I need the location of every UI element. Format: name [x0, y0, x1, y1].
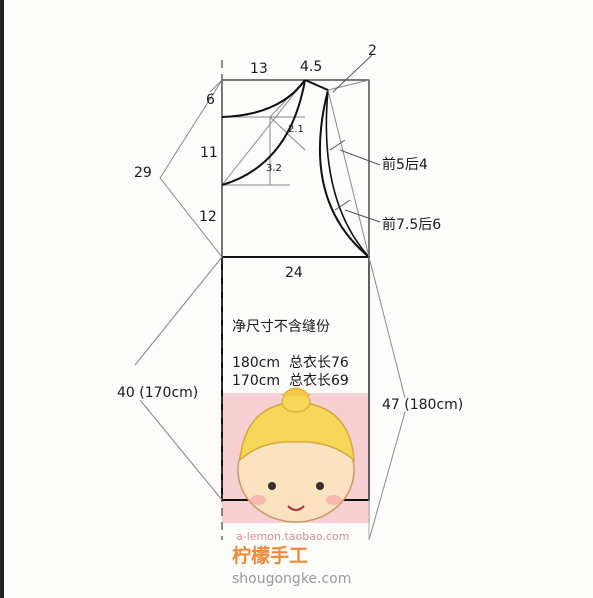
- label-left-length: 40 (170cm): [117, 385, 199, 401]
- label-curve-a: 2.1: [288, 124, 304, 135]
- dim-47-line-top: [368, 256, 406, 399]
- callout-line-1: [339, 149, 381, 166]
- dim-40-line-bottom: [139, 399, 223, 501]
- left-frame-edge: [0, 0, 4, 598]
- armhole-straight: [327, 89, 370, 258]
- callout-line-top: [332, 54, 373, 93]
- length-180: 180cm 总衣长76: [232, 355, 349, 371]
- dim-13-line: [209, 79, 223, 93]
- dim-47-line-bottom: [368, 411, 406, 541]
- watermark-shop: 柠檬手工: [232, 545, 309, 567]
- callout-line-1b: [329, 139, 346, 151]
- label-curve-b: 3.2: [266, 163, 282, 174]
- armhole-curve-front: [318, 89, 370, 258]
- watermark-url: a-lemon.taobao.com: [236, 530, 350, 543]
- neckline-curve-back: [221, 79, 306, 118]
- label-bust-width: 24: [285, 265, 303, 281]
- shoulder-line: [304, 79, 329, 91]
- label-armhole-depth: 11: [200, 145, 218, 161]
- dim-29-line-bottom: [159, 177, 223, 258]
- dim-40-line-top: [134, 256, 223, 366]
- length-170: 170cm 总衣长69: [232, 373, 349, 389]
- label-right-length: 47 (180cm): [382, 397, 464, 413]
- note-net-size: 净尺寸不含缝份: [232, 319, 330, 335]
- neckline-curve-front: [221, 79, 306, 186]
- dim-29-line-top: [159, 79, 223, 179]
- shoulder-guide: [327, 79, 370, 91]
- baby-face-logo: [237, 387, 355, 523]
- callout-line-2b: [334, 199, 351, 211]
- label-armhole-front-back: 前5后4: [382, 157, 428, 173]
- label-neck-depth: 6: [206, 92, 215, 108]
- label-side-front-back: 前7.5后6: [382, 217, 442, 233]
- label-neck-width: 4.5: [300, 59, 323, 75]
- label-top-width: 13: [250, 61, 268, 77]
- label-waist-depth: 12: [199, 209, 217, 225]
- callout-line-2: [344, 209, 381, 223]
- label-shoulder-drop: 2: [368, 43, 377, 59]
- label-total-depth: 29: [134, 165, 152, 181]
- armhole-curve-back: [325, 89, 370, 258]
- watermark-site: shougongke.com: [232, 571, 352, 587]
- diagonal-guide-1: [221, 79, 306, 186]
